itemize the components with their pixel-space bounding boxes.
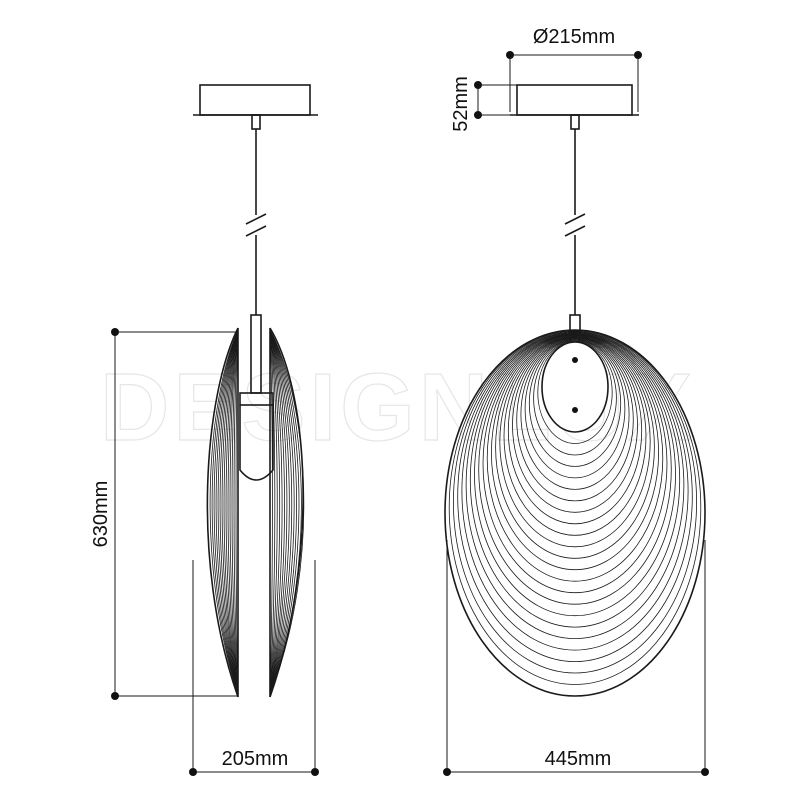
blade-hatch-line [211,329,239,696]
side-view: 630mm 205mm [90,84,319,776]
canopy-height-dimension: 52mm [450,76,517,132]
canopy-diameter-label: Ø215mm [533,26,615,48]
blade-hatch-line [217,329,239,696]
front-opening [541,341,609,433]
height-dimension: 630mm [90,328,238,700]
front-shade-ring [503,336,647,536]
side-connector [251,114,261,130]
side-right-blade [269,327,305,698]
blade-hatch-line [269,329,278,696]
side-width-label: 205mm [222,748,289,770]
front-shade-ring [524,339,626,479]
front-shade-ring [448,330,702,685]
front-shade-outline [444,329,706,697]
blade-hatch-line [213,329,239,696]
front-shade-ring [499,336,651,548]
blade-hatch-line [221,329,239,696]
blade-hatch-line [225,329,239,696]
blade-hatch-line [235,329,239,696]
side-width-dimension: 205mm [189,560,319,776]
canopy-height-label: 52mm [450,76,472,132]
front-view: Ø215mm 52mm 445mm [443,26,709,776]
front-connector [570,114,580,130]
blade-hatch-line [233,329,239,696]
blade-hatch-line [269,329,295,696]
blade-hatch-line [269,329,290,696]
blade-hatch-line [269,329,276,696]
front-cable-break-1 [564,213,586,225]
front-shade-ring [520,338,630,490]
front-width-label: 445mm [545,748,612,770]
front-cable-break-2 [564,225,586,237]
blade-hatch-line [215,329,239,696]
blade-hatch-line [269,329,302,696]
front-shade-ring [482,334,668,594]
front-shade-ring [516,338,634,502]
blade-hatch-line [269,329,300,696]
front-shade-ring [452,330,697,674]
watermark: DESIGNLUX [100,354,696,461]
side-cable-break-2 [245,225,267,237]
front-shade-ring [465,332,685,640]
front-shade [444,329,706,697]
height-label: 630mm [90,481,112,548]
blade-hatch-line [269,329,293,696]
blade-hatch-line [269,329,297,696]
side-canopy [199,84,311,116]
blade-hatch-line [269,329,285,696]
blade-hatch-line [269,329,305,696]
blade-hatch-line [269,329,273,696]
front-canopy [516,84,633,116]
blade-hatch-line [229,329,239,696]
front-opening-hole-top [572,357,578,363]
side-cable-break-1 [245,213,267,225]
blade-hatch-line [269,329,288,696]
front-shade-ring [469,332,681,628]
canopy-diameter-dimension: Ø215mm [506,26,642,112]
front-shade-ring [457,331,693,663]
front-shade-ring [495,335,655,559]
front-shade-ring [507,337,643,525]
front-shade-ring [533,340,617,456]
blade-hatch-line [209,329,239,696]
blade-hatch-line [219,329,239,696]
front-shade-ring [486,334,664,582]
blade-hatch-line [231,329,239,696]
front-width-dimension: 445mm [443,540,709,776]
front-shade-ring [512,337,638,513]
front-shade-ring [474,333,676,617]
front-shade-ring [478,333,672,605]
blade-hatch-line [223,329,239,696]
front-opening-hole-bottom [572,407,578,413]
blade-hatch-line [227,329,239,696]
blade-hatch-line [269,329,283,696]
side-socket [239,392,274,406]
front-stem [569,314,581,332]
side-left-blade [206,327,239,698]
side-bulb [239,405,274,481]
front-shade-ring [490,335,659,571]
front-shade-ring [528,339,622,467]
front-shade-ring [461,331,689,651]
blade-hatch-line [269,329,281,696]
